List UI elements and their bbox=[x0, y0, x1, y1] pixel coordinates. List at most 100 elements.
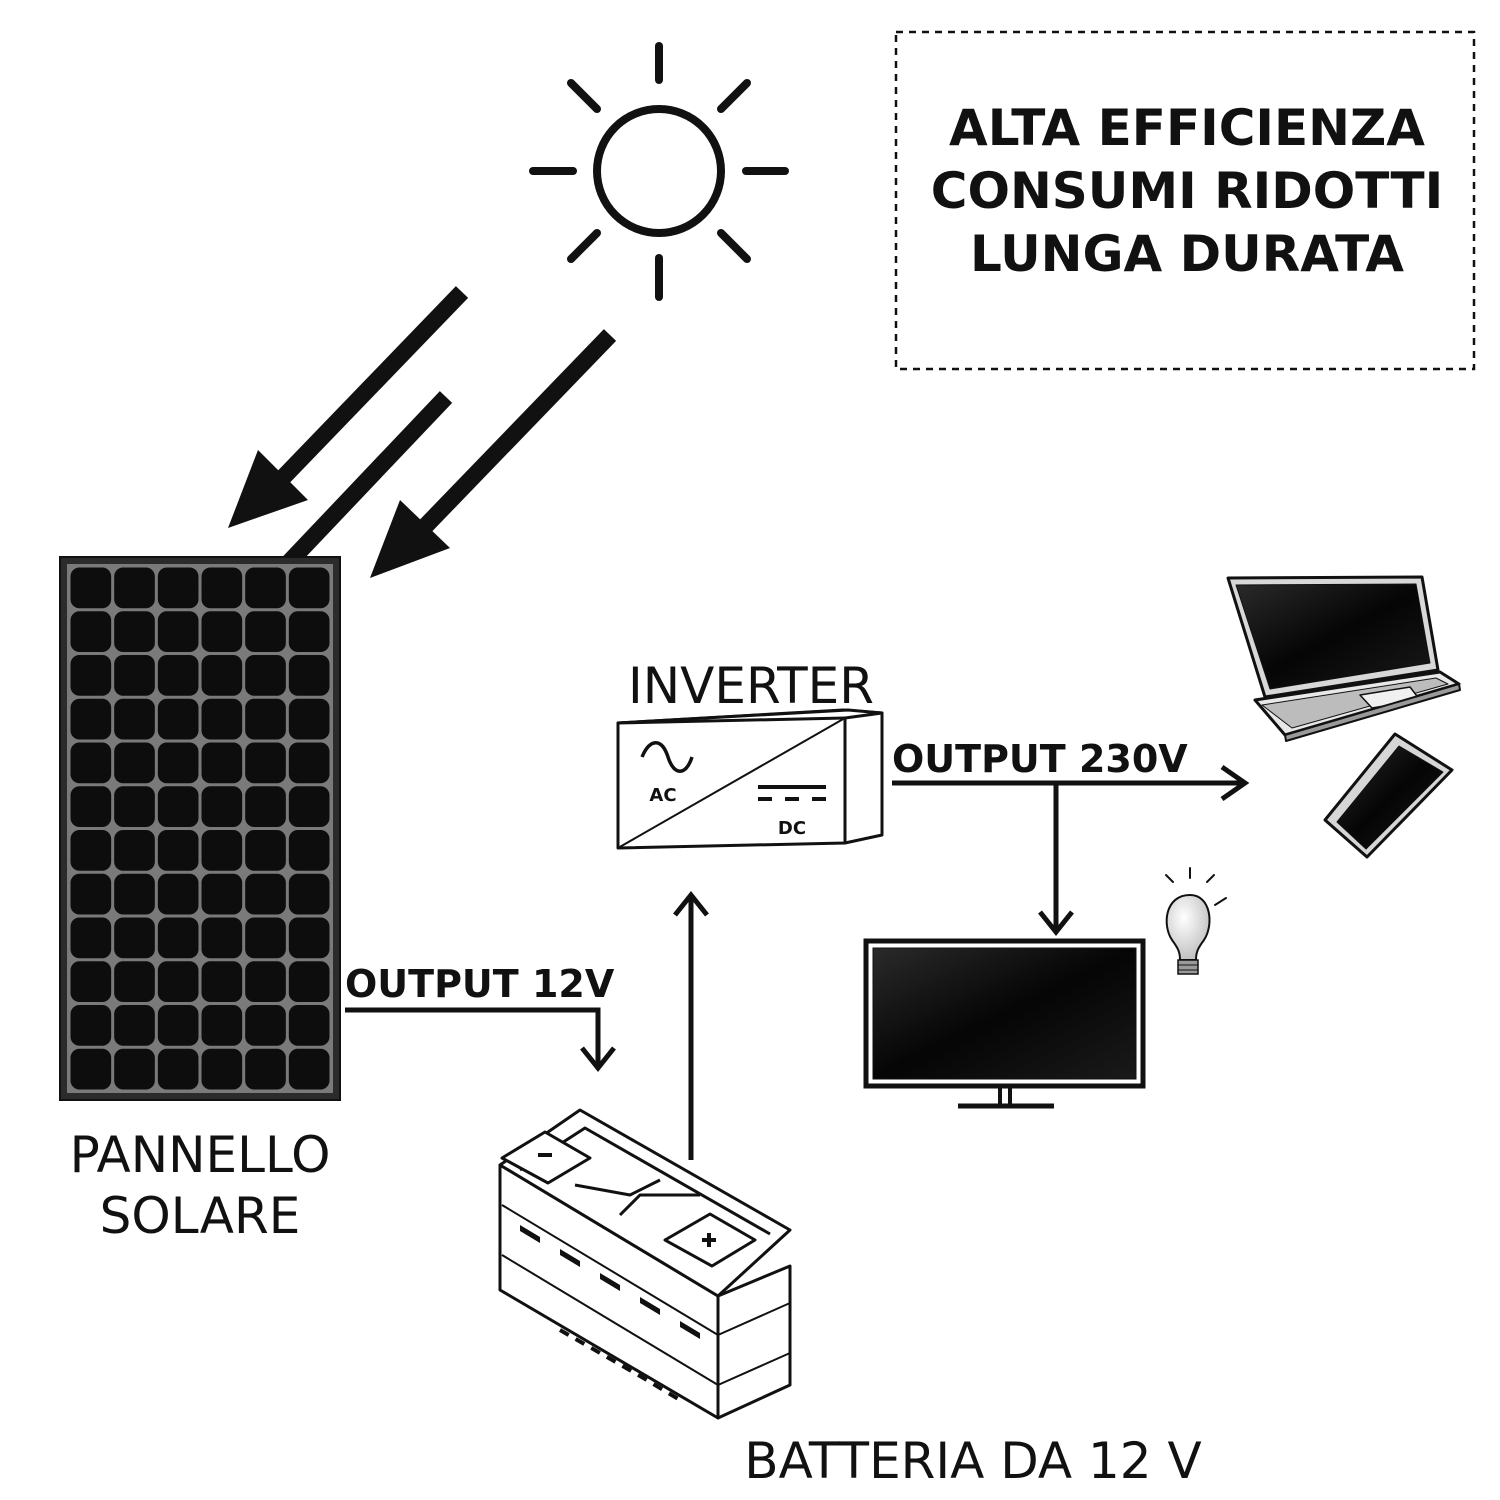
panel-output-label: OUTPUT 12V bbox=[345, 962, 615, 1006]
panel-cell bbox=[114, 611, 155, 652]
panel-cell bbox=[157, 1005, 199, 1046]
inverter-title: INVERTER bbox=[628, 657, 874, 715]
panel-cell bbox=[201, 1048, 243, 1090]
solar-panel-icon bbox=[59, 556, 341, 1101]
panel-cell bbox=[245, 567, 286, 609]
inverter-dc-label: DC bbox=[778, 818, 806, 839]
sun-icon bbox=[529, 42, 789, 301]
panel-label-line1: PANNELLO bbox=[70, 1126, 331, 1184]
panel-cell bbox=[288, 1048, 330, 1090]
inverter-output-label: OUTPUT 230V bbox=[892, 737, 1188, 781]
laptop-icon bbox=[1226, 575, 1461, 742]
panel-cell bbox=[201, 655, 243, 696]
panel-cell bbox=[201, 786, 243, 827]
panel-cell bbox=[70, 1048, 112, 1090]
feature-line-1: ALTA EFFICIENZA bbox=[949, 99, 1425, 157]
lightbulb-icon bbox=[1165, 867, 1227, 975]
panel-cell bbox=[288, 1005, 330, 1046]
panel-cell bbox=[114, 742, 155, 784]
panel-cell bbox=[201, 917, 243, 959]
panel-cell bbox=[245, 611, 286, 652]
panel-cell bbox=[70, 917, 112, 959]
panel-cell bbox=[157, 961, 199, 1002]
feature-line-2: CONSUMI RIDOTTI bbox=[931, 162, 1444, 220]
panel-cell bbox=[245, 786, 286, 827]
panel-cell bbox=[70, 742, 112, 784]
panel-cell bbox=[70, 961, 112, 1002]
panel-cell bbox=[70, 698, 112, 740]
inverter-icon bbox=[616, 708, 884, 850]
features-box: ALTA EFFICIENZA CONSUMI RIDOTTI LUNGA DU… bbox=[894, 30, 1476, 371]
panel-cell bbox=[157, 830, 199, 871]
panel-cell bbox=[245, 873, 286, 915]
tv-icon bbox=[863, 938, 1146, 1109]
panel-cell bbox=[157, 698, 199, 740]
panel-cell bbox=[245, 1048, 286, 1090]
panel-cell bbox=[288, 698, 330, 740]
panel-cell bbox=[70, 655, 112, 696]
panel-cells bbox=[70, 567, 330, 1090]
panel-cell bbox=[70, 611, 112, 652]
ray-arrow-3 bbox=[370, 329, 617, 578]
panel-cell bbox=[114, 786, 155, 827]
panel-cell bbox=[201, 961, 243, 1002]
panel-cell bbox=[245, 655, 286, 696]
panel-cell bbox=[157, 611, 199, 652]
inverter-output-arrows bbox=[892, 764, 1250, 937]
panel-cell bbox=[201, 1005, 243, 1046]
panel-cell bbox=[157, 567, 199, 609]
panel-cell bbox=[201, 742, 243, 784]
panel-cell bbox=[114, 961, 155, 1002]
panel-cell bbox=[70, 786, 112, 827]
panel-cell bbox=[114, 1005, 155, 1046]
panel-cell bbox=[201, 698, 243, 740]
panel-cell bbox=[245, 961, 286, 1002]
panel-cell bbox=[114, 567, 155, 609]
ray-arrow-1 bbox=[228, 286, 469, 528]
panel-cell bbox=[245, 917, 286, 959]
panel-cell bbox=[70, 830, 112, 871]
smartphone-icon bbox=[1323, 732, 1454, 859]
panel-cell bbox=[288, 961, 330, 1002]
panel-cell bbox=[288, 611, 330, 652]
sun-rays bbox=[205, 286, 617, 642]
panel-cell bbox=[288, 917, 330, 959]
panel-cell bbox=[201, 830, 243, 871]
panel-cell bbox=[288, 830, 330, 871]
panel-cell bbox=[201, 873, 243, 915]
panel-cell bbox=[114, 655, 155, 696]
panel-cell bbox=[245, 1005, 286, 1046]
panel-cell bbox=[288, 742, 330, 784]
panel-label-line2: SOLARE bbox=[100, 1187, 301, 1245]
battery-to-inverter-arrow bbox=[673, 890, 709, 1160]
panel-cell bbox=[70, 1005, 112, 1046]
panel-cell bbox=[288, 786, 330, 827]
panel-cell bbox=[288, 567, 330, 609]
battery-icon bbox=[498, 1108, 792, 1420]
inverter-ac-label: AC bbox=[649, 785, 676, 806]
panel-cell bbox=[201, 611, 243, 652]
panel-cell bbox=[245, 742, 286, 784]
panel-cell bbox=[114, 873, 155, 915]
panel-cell bbox=[157, 742, 199, 784]
panel-cell bbox=[114, 830, 155, 871]
panel-cell bbox=[114, 1048, 155, 1090]
panel-cell bbox=[114, 917, 155, 959]
panel-cell bbox=[70, 567, 112, 609]
panel-cell bbox=[157, 1048, 199, 1090]
panel-cell bbox=[245, 830, 286, 871]
panel-cell bbox=[157, 655, 199, 696]
panel-cell bbox=[157, 873, 199, 915]
panel-cell bbox=[70, 873, 112, 915]
panel-cell bbox=[157, 917, 199, 959]
panel-cell bbox=[201, 567, 243, 609]
feature-line-3: LUNGA DURATA bbox=[970, 225, 1404, 283]
panel-cell bbox=[245, 698, 286, 740]
panel-cell bbox=[288, 655, 330, 696]
panel-cell bbox=[157, 786, 199, 827]
panel-cell bbox=[288, 873, 330, 915]
panel-to-battery-arrow bbox=[345, 1007, 616, 1073]
panel-cell bbox=[114, 698, 155, 740]
battery-label: BATTERIA DA 12 V bbox=[744, 1432, 1201, 1490]
